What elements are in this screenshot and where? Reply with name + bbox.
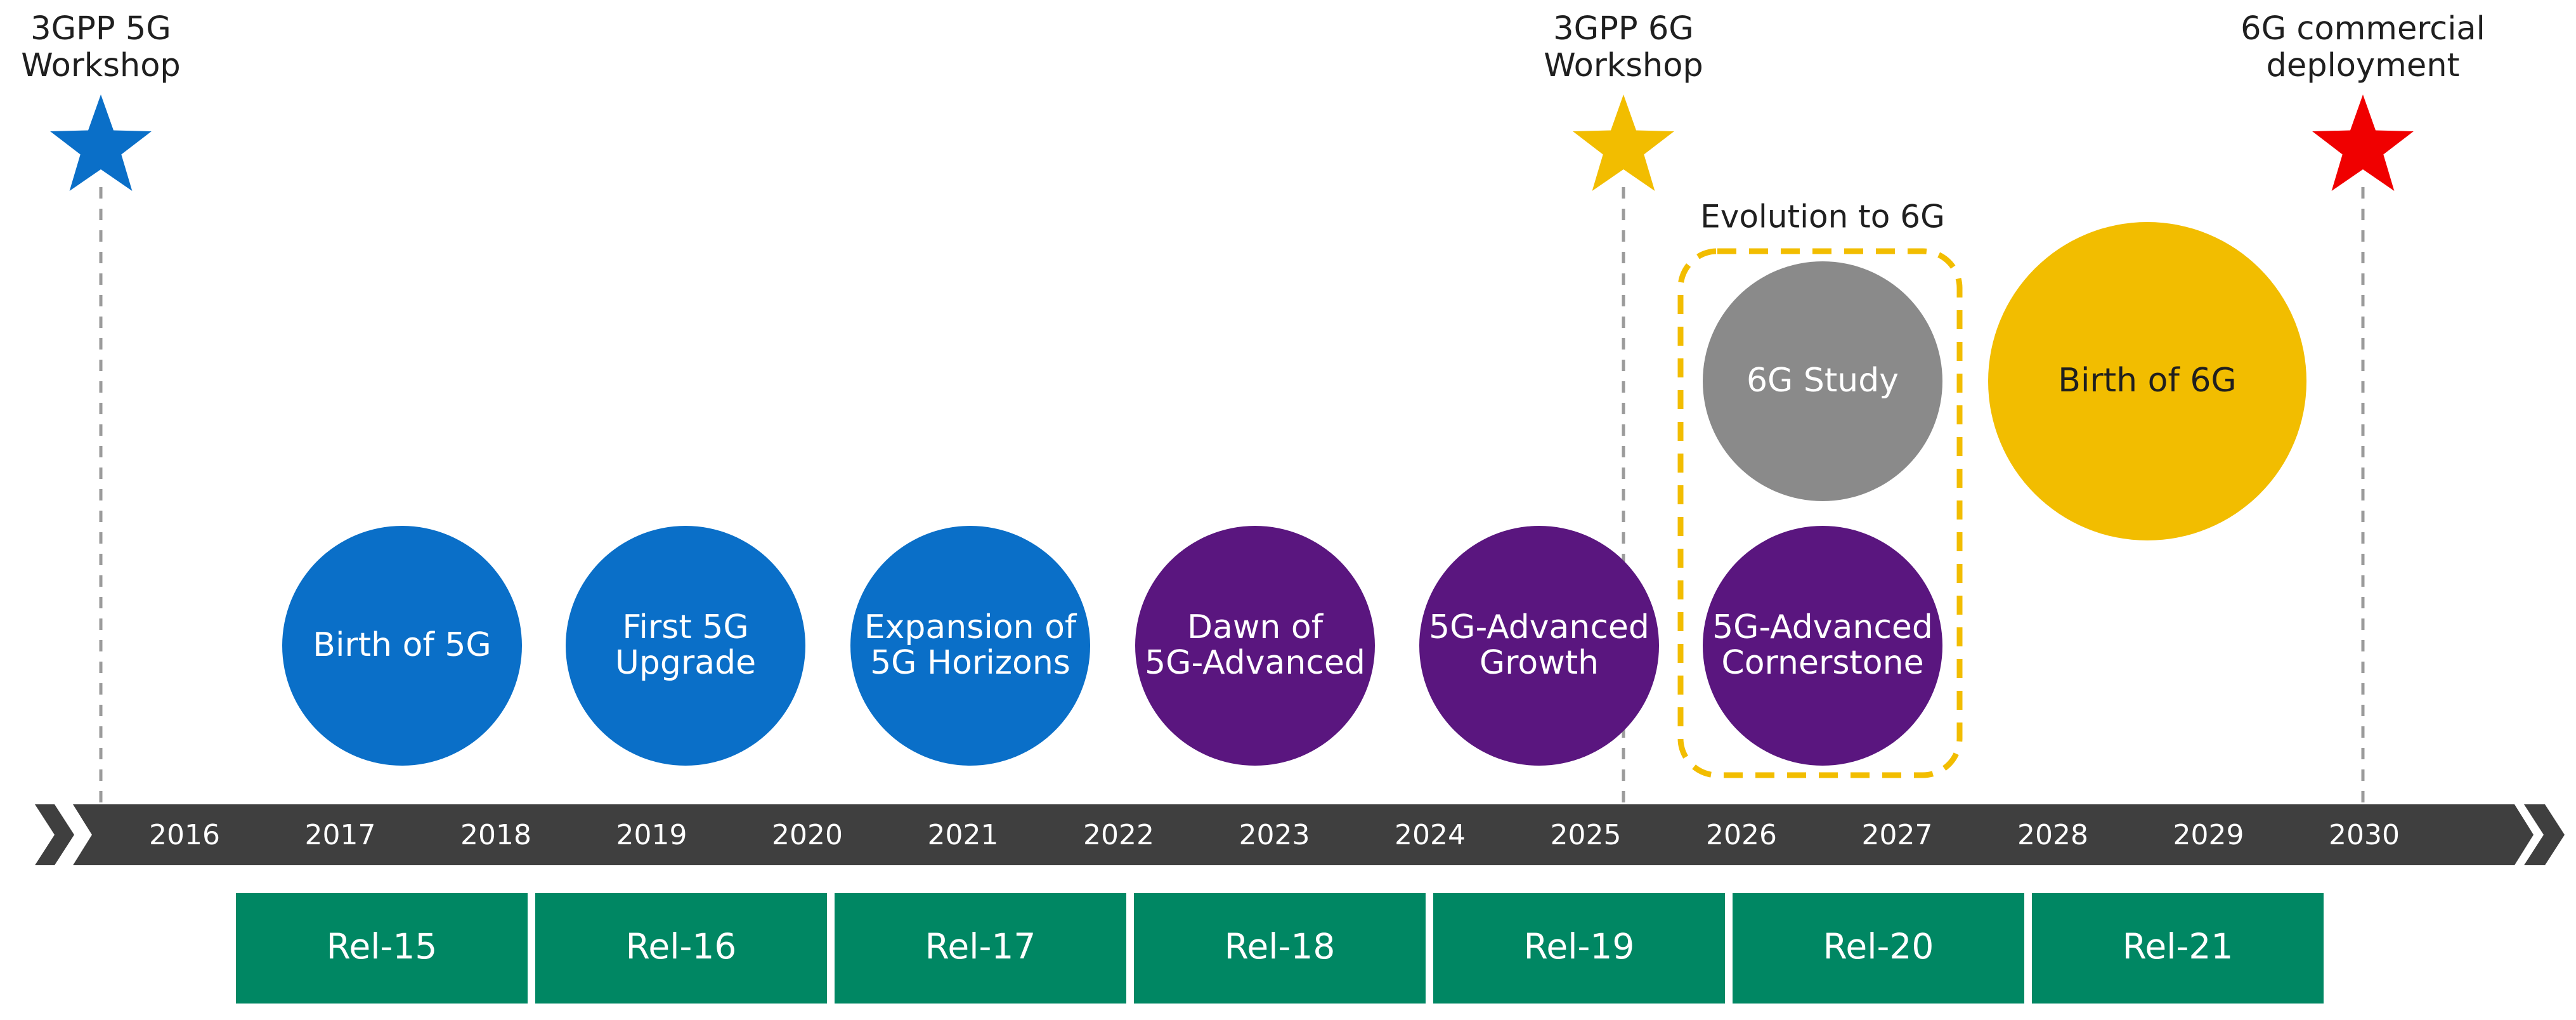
phase-2-label-line-2: Upgrade (615, 644, 756, 682)
phase-6-label-line-2: Cornerstone (1721, 644, 1923, 682)
phase-3-label-line-1: Expansion of (864, 608, 1077, 646)
phase-1-label-line-1: Birth of 5G (313, 626, 491, 664)
evolution-box (1677, 248, 1963, 778)
milestone-1-label-line-2: Workshop (21, 47, 181, 84)
release-box (535, 893, 827, 1004)
year-label: 2030 (2329, 819, 2400, 851)
milestone-2-label-line-2: Workshop (1544, 47, 1703, 84)
year-label: 2029 (2173, 819, 2244, 851)
release-4: Rel-18 (1134, 893, 1426, 1004)
phase-7: 6G Study (1703, 261, 1942, 501)
star-icon (50, 95, 152, 191)
phase-5-label-line-2: Growth (1480, 644, 1599, 682)
year-label: 2026 (1706, 819, 1777, 851)
phase-6-label-line-1: 5G-Advanced (1712, 608, 1933, 646)
phase-circle (850, 526, 1090, 766)
release-label: Rel-16 (626, 926, 737, 967)
year-label: 2020 (772, 819, 843, 851)
phase-4-label-line-2: 5G-Advanced (1145, 644, 1365, 682)
release-3: Rel-17 (835, 893, 1126, 1004)
milestone-1-label-line-1: 3GPP 5G (30, 10, 171, 48)
phase-circle (1135, 526, 1375, 766)
milestone-3-label-line-1: 6G commercial (2241, 10, 2485, 48)
release-7: Rel-21 (2032, 893, 2324, 1004)
release-box (835, 893, 1126, 1004)
phase-2-label-line-1: First 5G (622, 608, 748, 646)
phase-5-label-line-1: 5G-Advanced (1429, 608, 1649, 646)
year-label: 2022 (1083, 819, 1154, 851)
release-label: Rel-17 (925, 926, 1036, 967)
year-label: 2018 (460, 819, 531, 851)
phase-1: Birth of 5G (282, 526, 522, 766)
release-5: Rel-19 (1433, 893, 1725, 1004)
year-label: 2028 (2017, 819, 2088, 851)
timeline-main-bar (73, 804, 2534, 865)
release-box (1733, 893, 2024, 1004)
year-label: 2027 (1862, 819, 1933, 851)
year-label: 2023 (1239, 819, 1310, 851)
phase-circle (566, 526, 805, 766)
release-row: Rel-15 Rel-16 Rel-17 Rel-18 Rel-19 Rel-20 Rel-… (236, 893, 2324, 1004)
timeline-right-chevron (2524, 804, 2565, 865)
release-box (2032, 893, 2324, 1004)
year-label: 2021 (928, 819, 999, 851)
release-box (1433, 893, 1725, 1004)
year-label: 2024 (1395, 819, 1466, 851)
milestone-3-label-line-2: deployment (2266, 47, 2459, 84)
release-label: Rel-18 (1225, 926, 1336, 967)
release-label: Rel-15 (327, 926, 438, 967)
timeline-left-chevron (35, 804, 74, 865)
release-2: Rel-16 (535, 893, 827, 1004)
phase-7-label-line-1: 6G Study (1747, 362, 1899, 400)
milestone-2-label-line-1: 3GPP 6G (1553, 10, 1694, 48)
star-icon (2312, 95, 2414, 191)
year-label: 2019 (616, 819, 687, 851)
guide-lines (99, 187, 2365, 806)
star-icon (1573, 95, 1674, 191)
evolution-label: Evolution to 6G (1700, 199, 1945, 235)
phase-circle (1988, 222, 2306, 540)
release-label: Rel-21 (2123, 926, 2234, 967)
year-label: 2016 (149, 819, 220, 851)
phase-circle (1703, 261, 1942, 501)
timeline-bar: 2016 2017 2018 2019 2020 2021 2022 2023 2024 2025… (35, 804, 2565, 865)
phase-4-label-line-1: Dawn of (1187, 608, 1324, 646)
release-box (1134, 893, 1426, 1004)
release-box (236, 893, 528, 1004)
phase-8-label-line-1: Birth of 6G (2058, 362, 2236, 400)
phase-circle (282, 526, 522, 766)
release-1: Rel-15 (236, 893, 528, 1004)
phase-8: Birth of 6G (1988, 222, 2306, 540)
phase-circle (1703, 526, 1942, 766)
year-label: 2025 (1551, 819, 1622, 851)
release-label: Rel-19 (1524, 926, 1635, 967)
year-label: 2017 (305, 819, 376, 851)
release-label: Rel-20 (1823, 926, 1934, 967)
release-6: Rel-20 (1733, 893, 2024, 1004)
phase-3-label-line-2: 5G Horizons (870, 644, 1070, 682)
evolution-to-6g-group: Evolution to 6G (1677, 199, 1963, 778)
phase-circle (1419, 526, 1659, 766)
